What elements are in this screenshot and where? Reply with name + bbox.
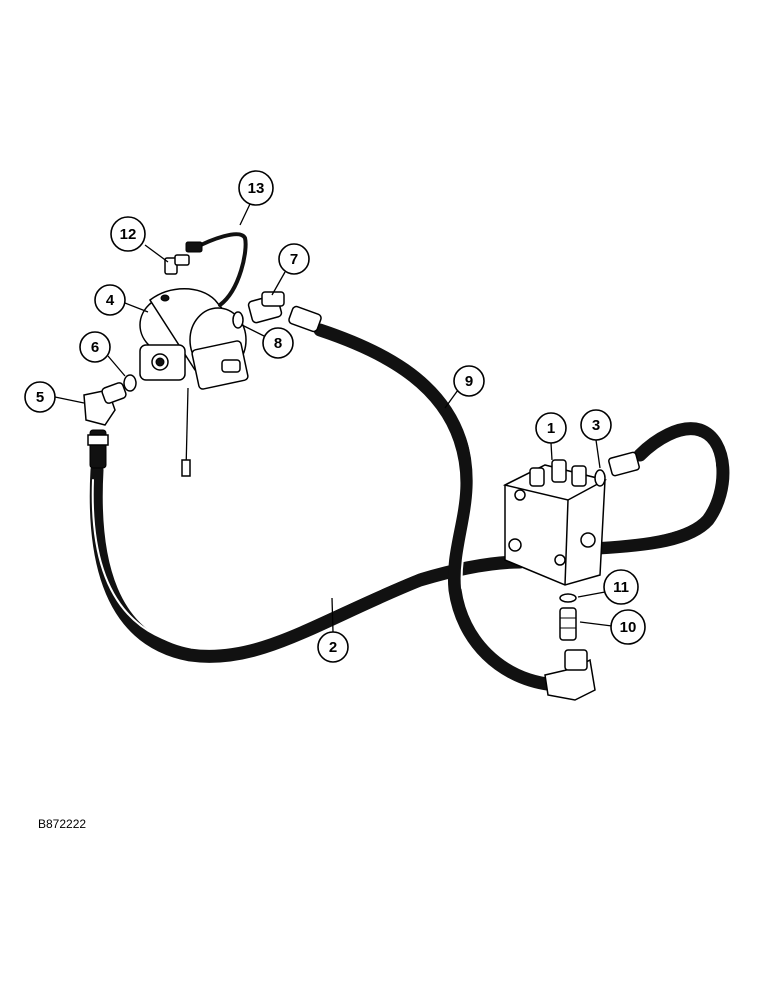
pump [139, 288, 249, 390]
fitting-7 [247, 291, 285, 324]
fitting-3 [608, 451, 640, 477]
o-ring-3 [594, 469, 606, 487]
svg-text:6: 6 [91, 339, 99, 356]
svg-text:8: 8 [274, 335, 282, 352]
callout-7: 7 [278, 243, 310, 275]
o-ring-6 [123, 374, 137, 392]
svg-text:2: 2 [329, 639, 337, 656]
fitting-10 [559, 607, 577, 641]
svg-text:7: 7 [290, 251, 298, 268]
o-ring-8 [232, 311, 244, 329]
hose-9-end-fitting [288, 305, 322, 333]
elbow-fitting [544, 649, 596, 701]
reference-code: B872222 [38, 817, 87, 831]
svg-text:13: 13 [248, 180, 265, 197]
callout-6: 6 [79, 331, 111, 363]
svg-text:1: 1 [547, 420, 555, 437]
callout-3: 3 [580, 409, 612, 441]
callout-1: 1 [535, 412, 567, 444]
callout-11: 11 [603, 569, 639, 605]
fitting-12 [164, 254, 190, 275]
svg-text:12: 12 [120, 226, 137, 243]
hose-3-loop [591, 422, 730, 555]
callout-5: 5 [24, 381, 56, 413]
hose-9 [313, 322, 562, 692]
wire-connector [181, 459, 191, 477]
o-ring-11 [559, 593, 577, 603]
callout-2: 2 [317, 631, 349, 663]
callout-13: 13 [238, 170, 274, 206]
svg-text:11: 11 [613, 579, 629, 596]
svg-text:5: 5 [36, 389, 44, 406]
svg-text:4: 4 [106, 292, 115, 309]
svg-text:3: 3 [592, 417, 600, 434]
valve-block [502, 459, 608, 586]
pump-wire [185, 387, 189, 471]
callout-8: 8 [262, 327, 294, 359]
fitting-5 [83, 382, 127, 469]
svg-text:9: 9 [465, 373, 473, 390]
line-13 [185, 232, 248, 307]
callout-12: 12 [110, 216, 146, 252]
callout-10: 10 [610, 609, 646, 645]
hose-2 [89, 463, 527, 663]
leader-lines [54, 203, 613, 633]
svg-text:10: 10 [620, 619, 637, 636]
callout-9: 9 [453, 365, 485, 397]
callout-4: 4 [94, 284, 126, 316]
